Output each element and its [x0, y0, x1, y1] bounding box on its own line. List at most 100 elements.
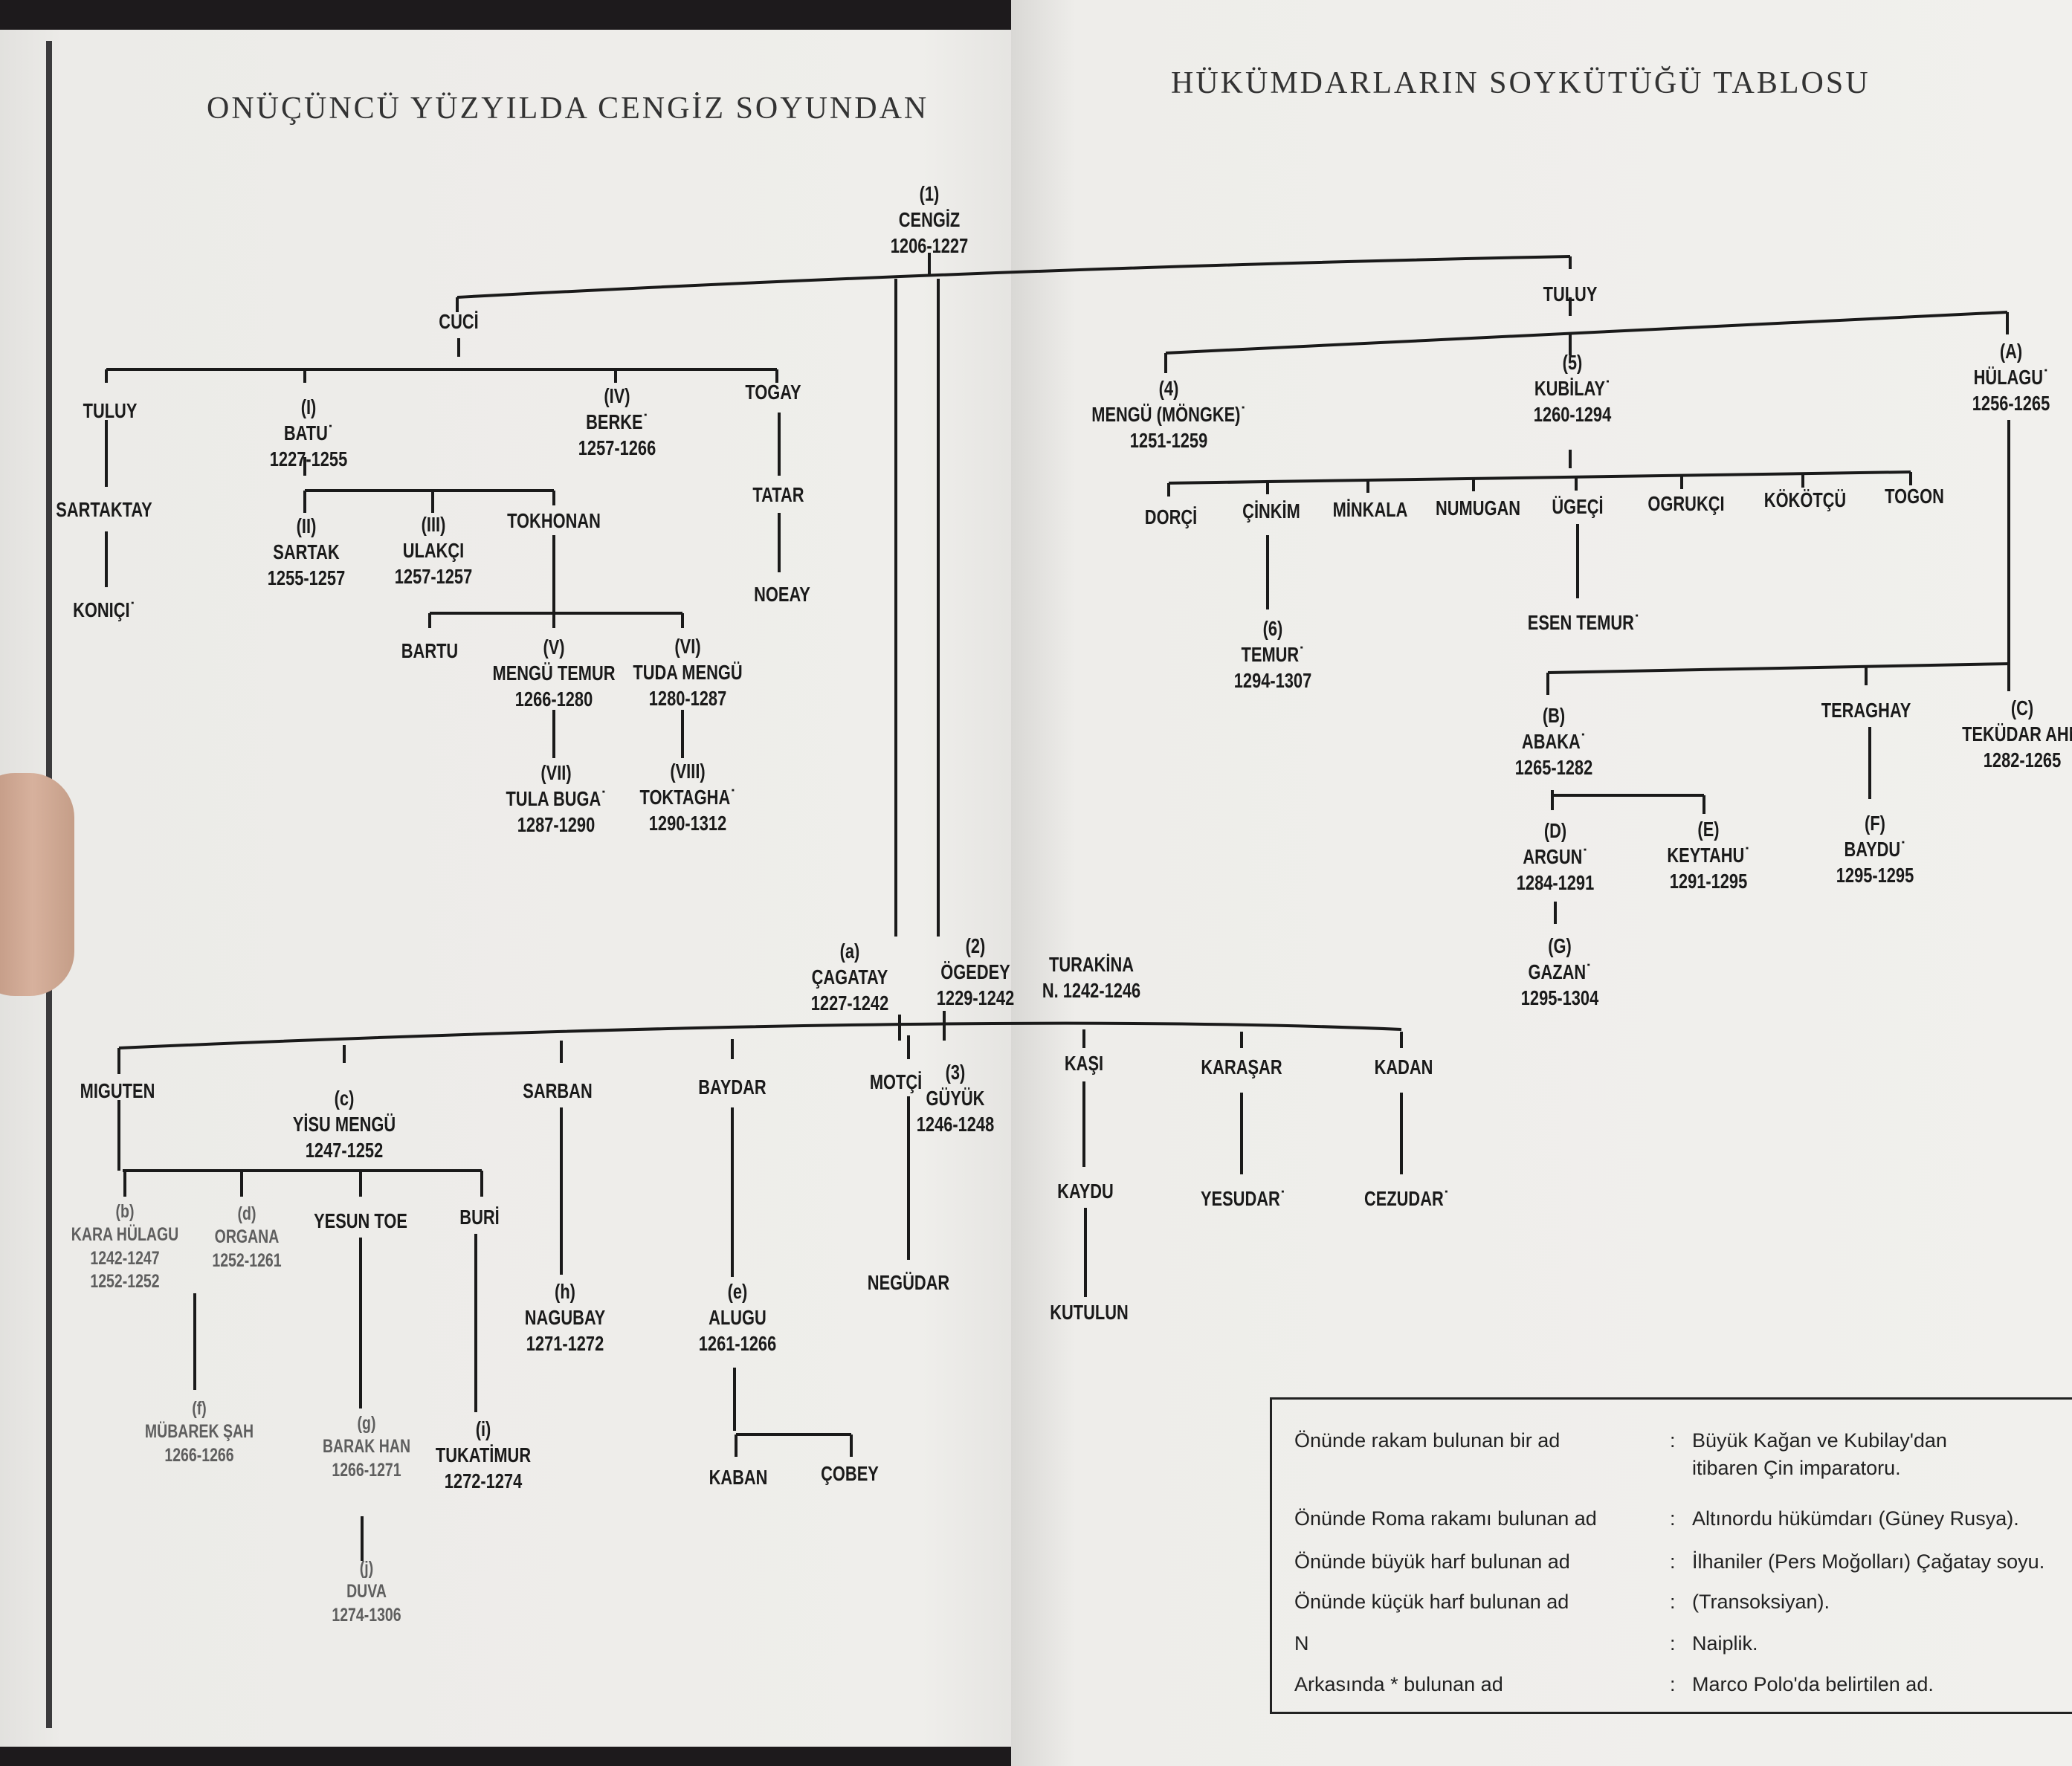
node-line: ÖGEDEY	[940, 960, 1010, 983]
node-line: 1227-1255	[269, 447, 348, 470]
node-batu: (I)BATU˙1227-1255	[270, 394, 347, 472]
node-tuluy-b: TULUY	[1543, 281, 1598, 307]
node-line: KARAŞAR	[1201, 1055, 1282, 1078]
node-line: (F)	[1865, 812, 1885, 835]
legend-desc: Altınordu hükümdarı (Güney Rusya).	[1692, 1507, 2019, 1530]
legend-desc: Naiplik.	[1692, 1632, 1758, 1655]
node-esen-temur: ESEN TEMUR˙	[1528, 609, 1639, 635]
legend-label: Önünde küçük harf bulunan ad	[1294, 1591, 1569, 1613]
node-line: (6)	[1262, 617, 1283, 640]
node-line: N. 1242-1246	[1042, 979, 1141, 1002]
node-line: (e)	[727, 1280, 748, 1303]
node-line: KUTULUN	[1050, 1301, 1129, 1324]
node-togay: TOGAY	[745, 379, 801, 405]
node-line: 1280-1287	[648, 687, 727, 710]
node-line: TEKÜDAR AHM	[1962, 722, 2072, 745]
node-line: 1242-1247	[90, 1247, 160, 1269]
node-gazan: (G)GAZAN˙1295-1304	[1521, 933, 1598, 1011]
node-line: BARAK HAN	[322, 1436, 411, 1458]
node-line: (II)	[296, 514, 317, 537]
node-line: (2)	[965, 934, 986, 957]
legend-row: Önünde büyük harf bulunan ad : İlhaniler…	[1294, 1550, 2044, 1573]
node-line: KÖKÖTÇÜ	[1763, 488, 1847, 511]
node-line: 1282-1265	[1983, 748, 2062, 772]
node-line: NOEAY	[754, 583, 810, 606]
left-page	[0, 30, 1024, 1747]
node-line: (c)	[334, 1087, 355, 1110]
node-line: KEYTAHU˙	[1667, 844, 1750, 867]
node-line: ÇOBEY	[821, 1462, 879, 1485]
node-buri: BURİ	[459, 1204, 499, 1230]
node-toktagha: (VIII)TOKTAGHA˙1290-1312	[639, 758, 735, 836]
node-argun: (D)ARGUN˙1284-1291	[1517, 818, 1594, 896]
node-line: (VIII)	[670, 760, 706, 783]
legend-colon: :	[1670, 1591, 1676, 1613]
node-line: (f)	[192, 1398, 207, 1419]
node-dorci: DORÇİ	[1145, 504, 1197, 530]
legend-label: Arkasında * bulunan ad	[1294, 1673, 1503, 1695]
legend-row: Arkasında * bulunan ad : Marco Polo'da b…	[1294, 1673, 1934, 1696]
node-line: 1294-1307	[1233, 669, 1312, 692]
node-line: SARBAN	[523, 1079, 593, 1102]
node-teraghay: TERAGHAY	[1821, 697, 1911, 723]
node-line: 1252-1261	[212, 1249, 282, 1271]
node-line: CEZUDAR˙	[1363, 1187, 1450, 1210]
node-line: (5)	[1562, 351, 1583, 374]
legend-desc: İlhaniler (Pers Moğolları) Çağatay soyu.	[1692, 1550, 2045, 1573]
node-line: (g)	[357, 1413, 376, 1434]
legend-label: Önünde rakam bulunan bir ad	[1294, 1429, 1561, 1452]
node-line: TULA BUGA˙	[506, 787, 607, 810]
node-tula-buga: (VII)TULA BUGA˙1287-1290	[506, 760, 606, 838]
node-kasi: KAŞI	[1065, 1050, 1103, 1076]
node-line: (1)	[919, 182, 940, 205]
node-abaka: (B)ABAKA˙1265-1282	[1515, 702, 1592, 780]
node-line: 1255-1257	[267, 566, 346, 589]
legend-label: Önünde büyük harf bulunan ad	[1294, 1550, 1570, 1573]
node-ugeci: ÜGEÇİ	[1552, 494, 1603, 520]
legend-box: Önünde rakam bulunan bir ad : Büyük Kağa…	[1270, 1397, 2072, 1714]
node-line: (3)	[945, 1061, 966, 1084]
node-line: 1266-1271	[332, 1459, 401, 1481]
legend-colon: :	[1670, 1550, 1676, 1573]
node-line: ORGANA	[214, 1226, 280, 1248]
node-konici: KONIÇI˙	[73, 597, 135, 623]
node-line: TOKHONAN	[507, 509, 601, 532]
node-noeay: NOEAY	[754, 581, 810, 607]
node-line: 1284-1291	[1516, 871, 1595, 894]
node-line: 1247-1252	[305, 1139, 384, 1162]
node-negudar: NEGÜDAR	[868, 1269, 949, 1296]
node-line: 1251-1259	[1129, 429, 1208, 452]
node-kutulun: KUTULUN	[1050, 1299, 1129, 1325]
node-line: 1265-1282	[1514, 756, 1593, 779]
node-line: KABAN	[709, 1466, 768, 1489]
node-line: 1291-1295	[1669, 870, 1748, 893]
node-line: ARGUN˙	[1523, 845, 1588, 868]
node-line: TOGON	[1885, 485, 1944, 508]
node-tuluy-a: TULUY	[83, 398, 138, 424]
node-minkala: MİNKALA	[1333, 497, 1408, 523]
node-line: TULUY	[1543, 282, 1598, 305]
node-line: (G)	[1548, 934, 1572, 957]
node-line: MENGÜ (MÖNGKE)˙	[1091, 403, 1246, 426]
node-line: KARA HÜLAGU	[71, 1224, 179, 1246]
node-line: TATAR	[752, 483, 804, 506]
node-ogrukci: OGRUKÇI	[1647, 491, 1724, 517]
node-line: TULUY	[83, 399, 138, 422]
legend-row: Önünde küçük harf bulunan ad : (Transoks…	[1294, 1591, 1830, 1614]
node-line: 1246-1248	[916, 1113, 995, 1136]
node-line: (i)	[475, 1417, 491, 1440]
node-line: YİSU MENGÜ	[292, 1113, 396, 1136]
node-line: 1266-1280	[514, 688, 593, 711]
legend-row: Önünde Roma rakamı bulunan ad : Altınord…	[1294, 1507, 2019, 1530]
legend-colon: :	[1670, 1429, 1676, 1452]
